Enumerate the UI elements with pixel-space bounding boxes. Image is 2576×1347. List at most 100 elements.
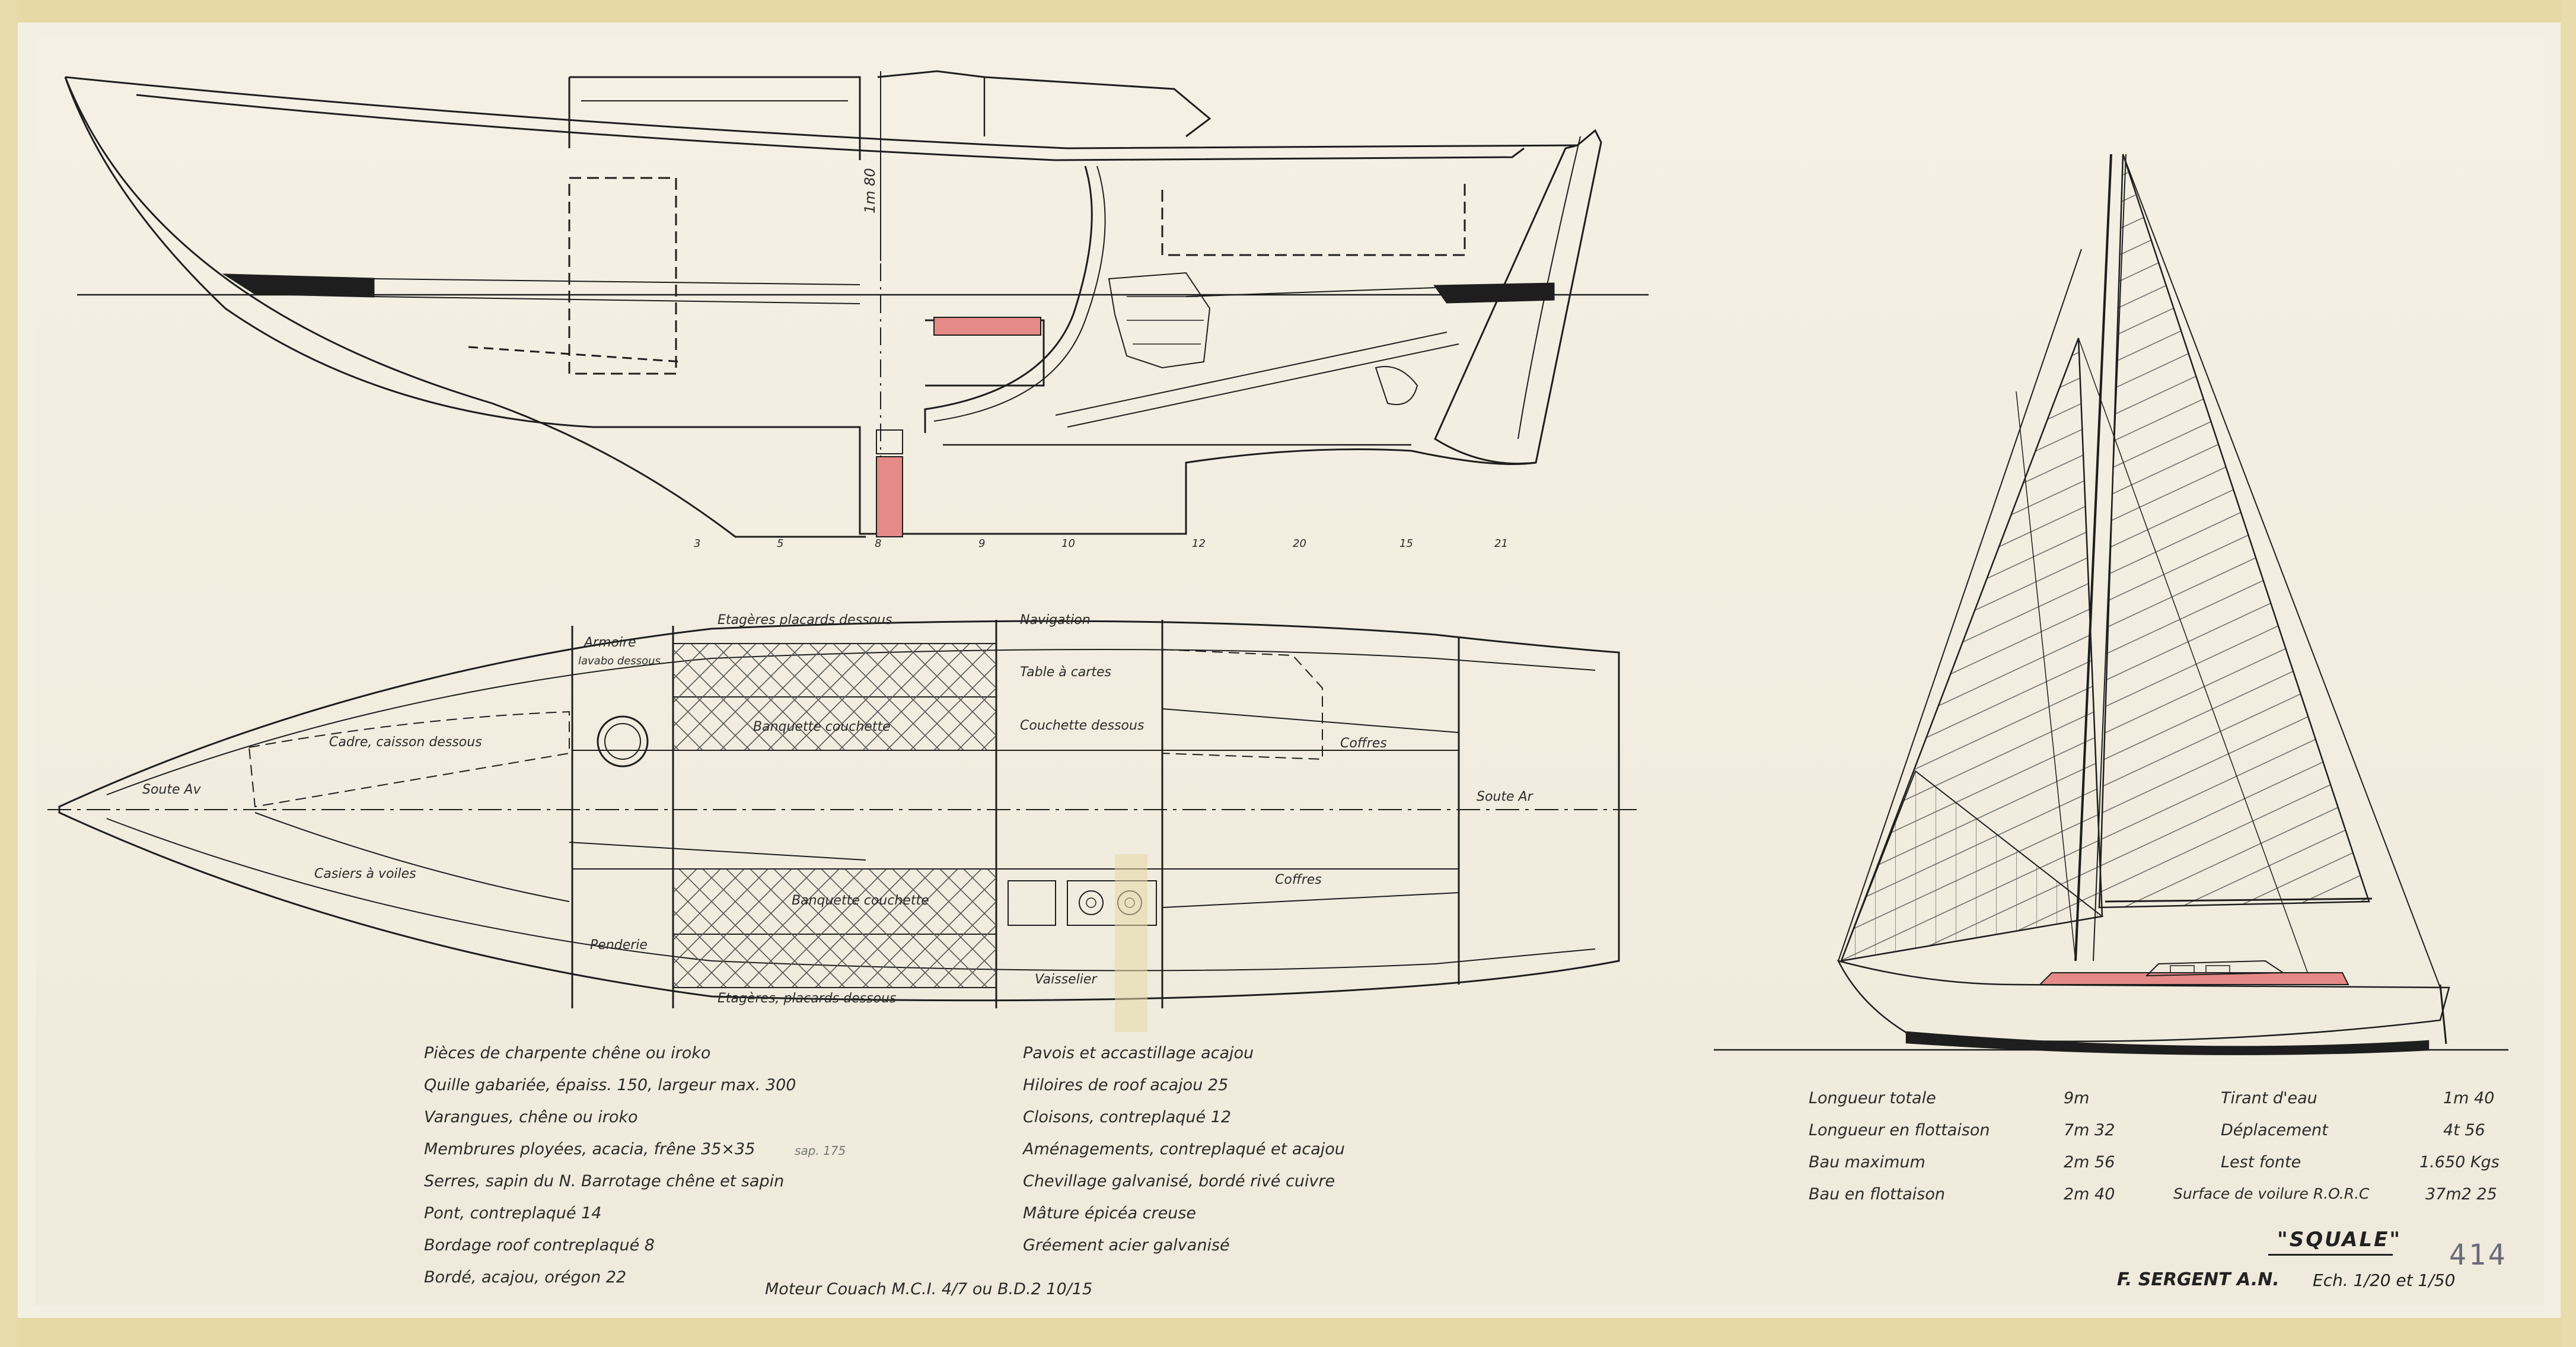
svg-text:Banquette couchette: Banquette couchette bbox=[753, 719, 891, 734]
svg-text:15: 15 bbox=[1399, 537, 1413, 550]
mast bbox=[2074, 154, 2112, 961]
svg-text:Table à cartes: Table à cartes bbox=[1020, 665, 1111, 680]
note-left-margin: sap. 175 bbox=[795, 1144, 846, 1158]
sheer-line bbox=[65, 76, 1578, 149]
spec-value-7: 37m2 25 bbox=[2425, 1185, 2497, 1203]
svg-text:12: 12 bbox=[1192, 537, 1206, 550]
chart-table-dashed bbox=[1162, 649, 1323, 760]
svg-text:20: 20 bbox=[1293, 537, 1306, 550]
tape-border-right bbox=[2561, 0, 2576, 1347]
svg-text:9: 9 bbox=[978, 537, 985, 550]
note-left-5: Pont, contreplaqué 14 bbox=[424, 1204, 602, 1222]
svg-text:Cadre, caisson dessous: Cadre, caisson dessous bbox=[329, 735, 482, 750]
spec-value-6: 1.650 Kgs bbox=[2419, 1153, 2500, 1171]
plan-labels: Armoire lavabo dessous Etagères placards… bbox=[142, 613, 1534, 1006]
height-dimension-label: 1m 80 bbox=[862, 168, 878, 214]
jib-lower-panel bbox=[1840, 770, 2104, 962]
note-right-0: Pavois et accastillage acajou bbox=[1023, 1044, 1254, 1062]
deck-inner-line bbox=[136, 94, 1525, 161]
svg-text:10: 10 bbox=[1061, 537, 1075, 550]
note-left-0: Pièces de charpente chêne ou iroko bbox=[424, 1044, 711, 1062]
spec-label-6: Lest fonte bbox=[2221, 1153, 2301, 1171]
deck-red bbox=[2038, 972, 2349, 985]
cabin-roof-front bbox=[569, 76, 861, 160]
svg-text:Soute Av: Soute Av bbox=[142, 782, 202, 797]
note-left-2: Varangues, chêne ou iroko bbox=[424, 1108, 638, 1126]
tape-border-bottom bbox=[0, 1318, 2576, 1347]
backstay bbox=[2122, 154, 2441, 988]
spec-label-1: Longueur en flottaison bbox=[1809, 1121, 1990, 1139]
svg-text:Banquette couchette: Banquette couchette bbox=[792, 893, 929, 908]
svg-text:Coffres: Coffres bbox=[1275, 872, 1322, 887]
note-right-6: Gréement acier galvanisé bbox=[1023, 1236, 1230, 1254]
keel-bolt-red bbox=[876, 456, 903, 537]
spec-label-0: Longueur totale bbox=[1809, 1089, 1936, 1107]
note-right-4: Chevillage galvanisé, bordé rivé cuivre bbox=[1023, 1172, 1335, 1190]
spec-value-1: 7m 32 bbox=[2064, 1121, 2115, 1139]
svg-text:Armoire: Armoire bbox=[583, 635, 636, 650]
spec-value-5: 4t 56 bbox=[2443, 1121, 2485, 1139]
svg-text:3: 3 bbox=[694, 537, 700, 550]
bulkhead-curve bbox=[924, 165, 1093, 433]
note-right-3: Aménagements, contreplaqué et acajou bbox=[1023, 1140, 1345, 1158]
svg-text:Coffres: Coffres bbox=[1340, 736, 1387, 751]
svg-text:Etagères, placards dessous: Etagères, placards dessous bbox=[718, 991, 896, 1006]
svg-text:Etagères placards dessous: Etagères placards dessous bbox=[718, 613, 892, 628]
engine bbox=[1108, 272, 1211, 369]
svg-text:Vaisselier: Vaisselier bbox=[1035, 972, 1098, 987]
svg-text:21: 21 bbox=[1494, 537, 1508, 550]
note-left-3: Membrures ployées, acacia, frêne 35×35 bbox=[424, 1140, 755, 1158]
rubbing-strake-aft bbox=[1433, 282, 1555, 304]
boom bbox=[2105, 897, 2373, 903]
galley-stove bbox=[1067, 880, 1157, 926]
svg-text:5: 5 bbox=[777, 537, 783, 550]
svg-text:Penderie: Penderie bbox=[590, 938, 648, 953]
forefoot-curve bbox=[64, 77, 866, 538]
svg-text:8: 8 bbox=[875, 537, 881, 550]
spec-value-2: 2m 56 bbox=[2064, 1153, 2115, 1171]
svg-text:Casiers à voiles: Casiers à voiles bbox=[314, 867, 416, 881]
boat-name: "SQUALE" bbox=[2277, 1228, 2402, 1252]
spec-value-4: 1m 40 bbox=[2443, 1089, 2495, 1107]
furniture-dashed-fwd bbox=[568, 177, 677, 375]
adhesive-tape-strip bbox=[1115, 854, 1147, 1032]
spec-label-5: Déplacement bbox=[2221, 1121, 2328, 1139]
sail-plan-hull bbox=[1837, 960, 2450, 1042]
rudder bbox=[1434, 129, 1602, 465]
note-left-7: Bordé, acajou, orégon 22 bbox=[424, 1268, 627, 1287]
designer-name: F. SERGENT A.N. bbox=[2117, 1269, 2279, 1290]
furniture-dashed-aft bbox=[1161, 184, 1466, 256]
svg-text:Couchette dessous: Couchette dessous bbox=[1020, 718, 1144, 733]
berth-cushion-red bbox=[933, 317, 1041, 336]
sail-plan-view bbox=[1714, 154, 2508, 1055]
forward-locker-dashed bbox=[248, 711, 570, 808]
note-right-5: Mâture épicéa creuse bbox=[1023, 1204, 1197, 1222]
svg-text:Soute Ar: Soute Ar bbox=[1477, 789, 1534, 804]
spec-value-0: 9m bbox=[2064, 1089, 2090, 1107]
boat-name-underline bbox=[2268, 1254, 2393, 1256]
spec-label-3: Bau en flottaison bbox=[1809, 1185, 1945, 1203]
plate-number: 414 bbox=[2449, 1238, 2508, 1272]
hull-profile-view bbox=[64, 70, 1649, 538]
hull-bottom-outline bbox=[64, 77, 1536, 535]
berth-port bbox=[672, 868, 997, 988]
tape-border-left bbox=[0, 0, 18, 1347]
mainsail bbox=[2098, 154, 2370, 909]
note-left-1: Quille gabariée, épaiss. 150, largeur ma… bbox=[424, 1076, 796, 1094]
plan-hull-outline bbox=[58, 620, 1620, 1002]
cabin-roof-side bbox=[2145, 960, 2285, 977]
spec-label-2: Bau maximum bbox=[1809, 1153, 1925, 1171]
galley-sink bbox=[1008, 880, 1056, 926]
note-right-1: Hiloires de roof acajou 25 bbox=[1023, 1076, 1229, 1094]
note-left-6: Bordage roof contreplaqué 8 bbox=[424, 1236, 655, 1254]
spec-label-4: Tirant d'eau bbox=[2221, 1089, 2317, 1107]
note-right-2: Cloisons, contreplaqué 12 bbox=[1023, 1108, 1232, 1126]
station-numbers: 3 5 8 9 10 12 20 15 21 bbox=[694, 537, 1508, 550]
svg-text:lavabo dessous: lavabo dessous bbox=[578, 655, 661, 667]
note-left-4: Serres, sapin du N. Barrotage chêne et s… bbox=[424, 1172, 785, 1190]
wash-basin bbox=[597, 715, 649, 768]
svg-text:Navigation: Navigation bbox=[1020, 613, 1091, 628]
scale-note: Ech. 1/20 et 1/50 bbox=[2313, 1270, 2456, 1290]
